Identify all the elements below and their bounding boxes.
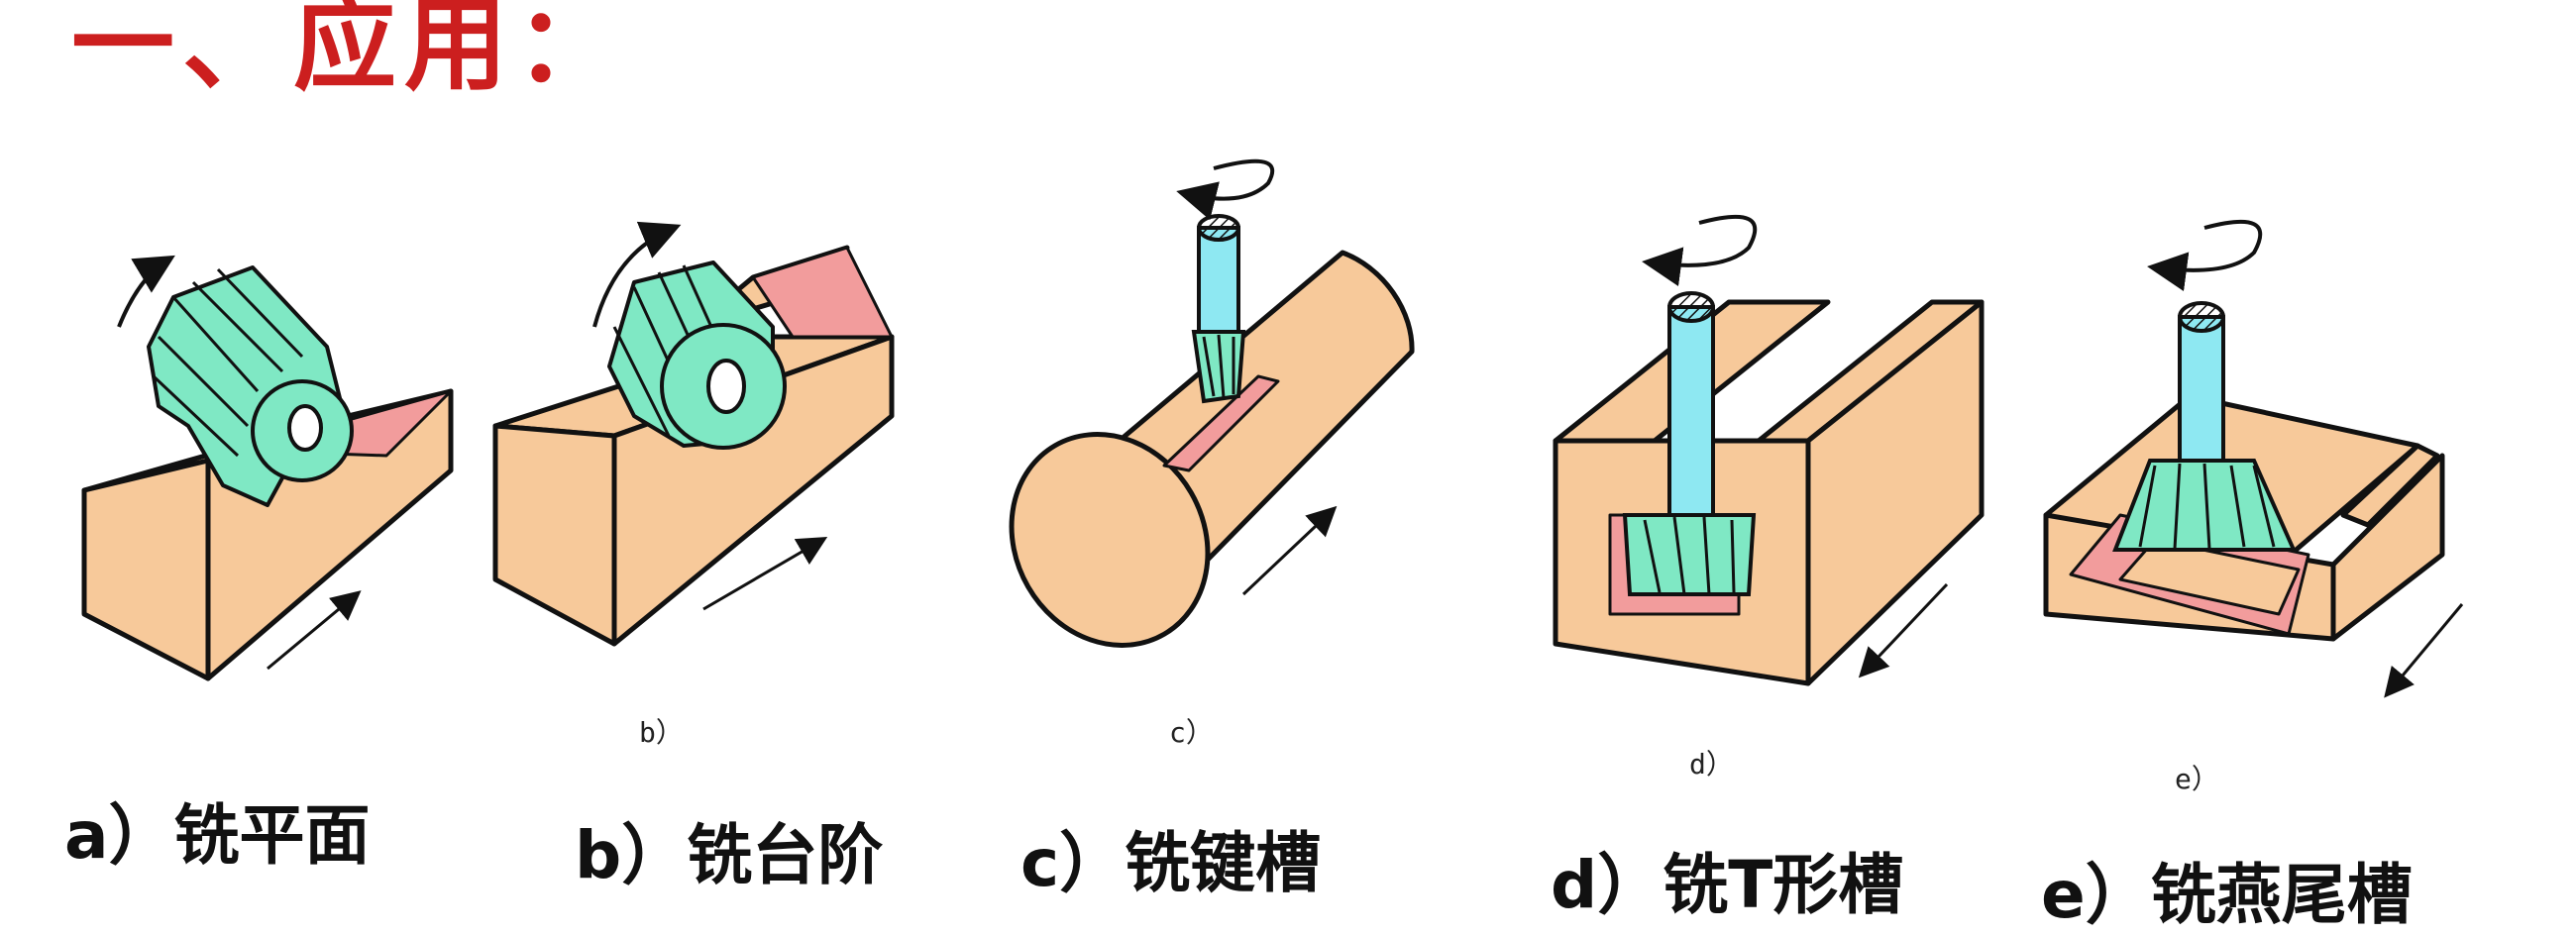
figure-a-feed-arrow [267,590,362,671]
figure-d-tslot-milling [1553,214,1985,686]
figure-b-step-milling [492,221,895,647]
figure-b-sublabel: b） [639,716,684,749]
figure-a-caption: a）铣平面 [64,797,371,874]
figure-e-feed-arrow [2384,603,2464,698]
figure-b-rotation-arrow [592,221,682,328]
figure-e-rotation-arrow [2147,219,2263,292]
figure-a-cutter [147,265,354,507]
figure-c-caption: c）铣键槽 [1020,825,1322,901]
figure-b-feed-arrow [702,536,828,611]
figure-c-shaft [1009,250,1415,648]
milling-illustrations [81,158,2464,698]
figure-e-cutter [2112,301,2298,552]
figure-a-face-milling [81,255,454,681]
figure-c-keyway-milling [1009,158,1415,648]
figure-c-rotation-arrow [1176,158,1275,221]
figure-e-dovetail-milling [2043,219,2464,698]
figure-a-rotation-arrow [117,255,175,328]
figure-c-feed-arrow [1241,505,1338,596]
figure-c-sublabel: c） [1169,716,1214,749]
figure-b-cutter [607,260,787,450]
figure-b-caption: b）铣台阶 [575,817,884,893]
figure-e-caption: e）铣燕尾槽 [2041,857,2413,933]
figure-d-sublabel: d） [1689,748,1734,781]
figure-d-rotation-arrow [1642,214,1758,287]
figure-c-cutter [1191,214,1246,404]
figure-d-cutter [1622,291,1757,596]
figure-e-sublabel: e） [2175,763,2219,795]
figure-d-feed-arrow [1858,582,1949,678]
page-heading: 一、应用： [71,0,627,105]
figure-d-caption: d）铣T形槽 [1551,847,1904,923]
figure-d-workpiece [1553,299,1985,686]
